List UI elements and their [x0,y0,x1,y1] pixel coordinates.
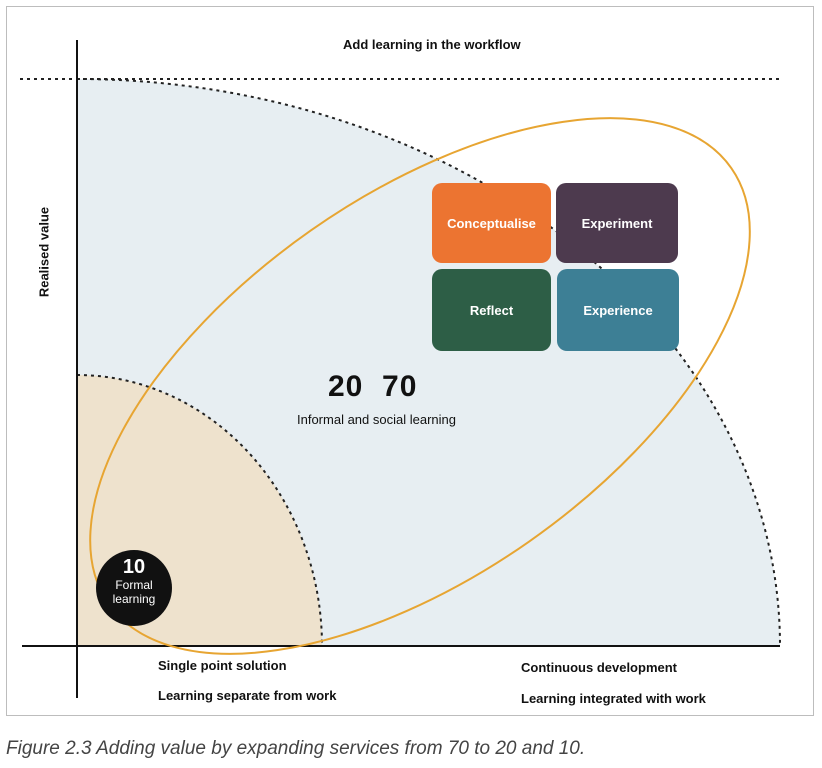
experience-box: Experience [557,269,679,351]
x-right-label-2: Learning integrated with work [521,691,706,706]
formal-learning-badge: 10 Formal learning [96,550,172,626]
y-axis-label: Realised value [36,206,52,298]
experiment-box: Experiment [556,183,678,263]
conceptualise-box: Conceptualise [432,183,551,263]
formal-region-boundary [76,374,323,647]
figure-caption: Figure 2.3 Adding value by expanding ser… [6,738,586,759]
figure-frame [6,6,814,716]
experiment-label: Experiment [581,215,653,231]
x-right-label-1: Continuous development [521,660,677,675]
center-numbers: 20 70 [328,370,418,403]
center-text: Informal and social learning [297,412,456,427]
top-label: Add learning in the workflow [343,37,521,52]
reflect-label: Reflect [469,302,514,318]
conceptualise-label: Conceptualise [447,215,536,231]
x-left-label-2: Learning separate from work [158,688,337,703]
reflect-box: Reflect [432,269,551,351]
badge-number: 10 [122,556,146,578]
x-left-label-1: Single point solution [158,658,287,673]
experience-label: Experience [583,302,653,318]
badge-text: Formal learning [112,578,156,606]
